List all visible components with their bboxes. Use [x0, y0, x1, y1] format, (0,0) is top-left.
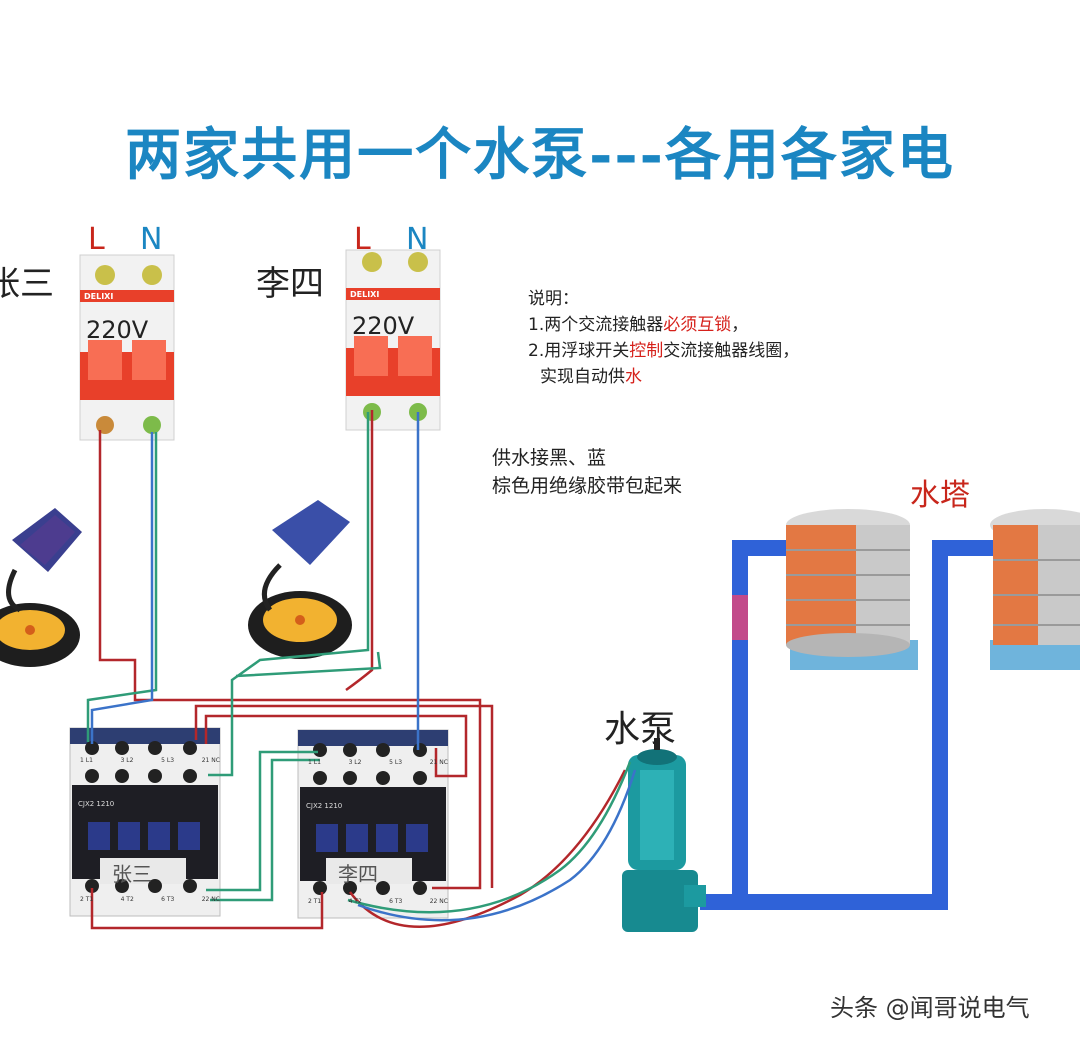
- water-tower-left: [786, 509, 918, 670]
- breaker-zhangsan-rating: 220V: [86, 316, 149, 344]
- supply-note: 供水接黑、蓝 棕色用绝缘胶带包起来: [492, 444, 682, 500]
- wires-green: [86, 412, 632, 914]
- water-tower-right: [990, 509, 1080, 670]
- contactor-lisi-body: [297, 729, 449, 919]
- notes-line-2: 2.用浮球开关控制交流接触器线圈，: [528, 341, 800, 361]
- breaker-lisi-body: [345, 249, 441, 431]
- diagram-title: 两家共用一个水泵---各用各家电: [125, 122, 955, 188]
- contactor-lisi-nameplate: 李四: [338, 862, 378, 886]
- contactor-zhangsan-body: [69, 727, 221, 917]
- breaker-zhangsan-n-label: N: [140, 222, 163, 257]
- breaker-zhangsan-brand: DELIXI: [84, 292, 114, 301]
- wires-blue: [90, 412, 637, 922]
- breaker-lisi-n-label: N: [406, 222, 429, 257]
- notes-line-3: 实现自动供水: [540, 367, 642, 387]
- float-switch-zhangsan: [0, 508, 82, 667]
- breaker-lisi-l-label: L: [354, 222, 371, 257]
- breaker-zhangsan-body: [79, 254, 175, 441]
- water-tower-label: 水塔: [910, 478, 970, 513]
- notes-line-1: 1.两个交流接触器必须互锁，: [528, 315, 749, 335]
- water-pump: [622, 738, 706, 932]
- contactor-lisi-model: CJX2 1210: [306, 802, 343, 810]
- notes-heading: 说明：: [528, 289, 579, 309]
- watermark: 头条 @闻哥说电气: [830, 994, 1030, 1022]
- supply-note-line-1: 供水接黑、蓝: [492, 447, 607, 469]
- breaker-zhangsan-l-label: L: [88, 222, 105, 257]
- float-switch-lisi: [248, 500, 352, 659]
- contactor-zhangsan-nameplate: 张三: [112, 862, 152, 886]
- notes-block: 说明： 1.两个交流接触器必须互锁， 2.用浮球开关控制交流接触器线圈， 实现自…: [528, 286, 799, 390]
- breaker-lisi-user-label: 李四: [256, 264, 324, 304]
- pipe-valve: [732, 595, 748, 640]
- wires-red: [90, 410, 627, 930]
- breaker-lisi-rating: 220V: [352, 312, 415, 340]
- breaker-zhangsan-user-label: 张三: [0, 264, 54, 304]
- breaker-lisi-brand: DELIXI: [350, 290, 380, 299]
- supply-note-line-2: 棕色用绝缘胶带包起来: [492, 475, 683, 497]
- pump-label: 水泵: [604, 709, 677, 750]
- contactor-zhangsan-model: CJX2 1210: [78, 800, 115, 808]
